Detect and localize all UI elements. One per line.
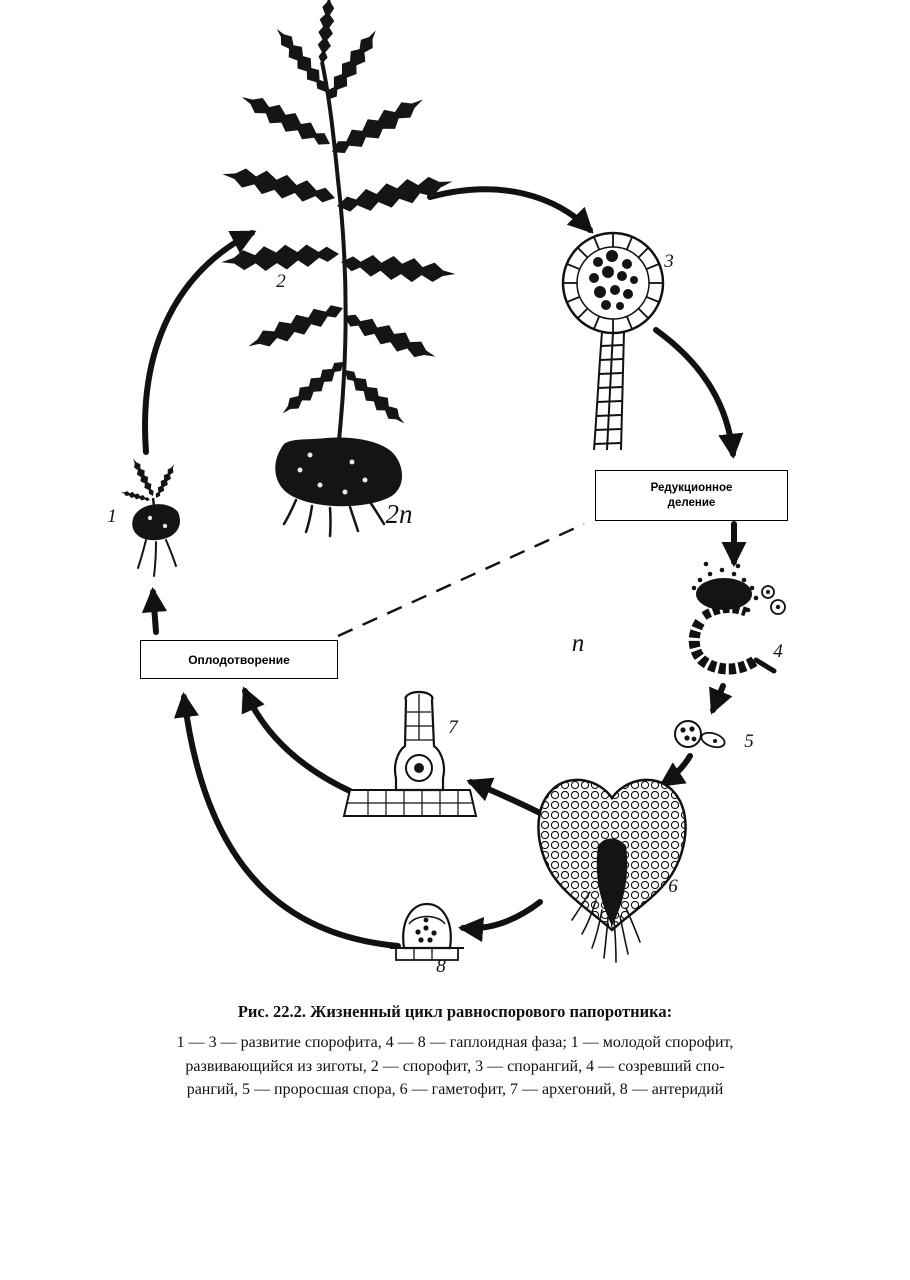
stage-number-2: 2 — [276, 271, 286, 292]
caption-title: Рис. 22.2. Жизненный цикл равноспорового… — [237, 1002, 673, 1021]
stage-number-5: 5 — [744, 731, 754, 752]
haploid-label: n — [572, 630, 585, 657]
diploid-label: 2n — [386, 499, 413, 529]
young-sporophyte-illustration — [120, 456, 180, 577]
stage-number-3: 3 — [663, 251, 674, 272]
fertilization-label: Оплодотворение — [188, 652, 290, 667]
arrow-antheridium-to-fertilization-box — [173, 691, 401, 949]
stage-number-7: 7 — [448, 717, 459, 738]
caption-line-3: рангий, 5 — проросшая спора, 6 — гаметоф… — [186, 1081, 724, 1099]
caption-line-2: развивающийся из зиготы, 2 — спорофит, 3… — [185, 1057, 725, 1075]
gametophyte-illustration — [537, 778, 687, 963]
mature-sporangium-illustration — [688, 561, 786, 675]
caption-line-1: 1 — 3 — развитие спорофита, 4 — 8 — гапл… — [176, 1034, 734, 1051]
arrow-gametophyte-to-archegonium — [466, 777, 549, 819]
stage-number-1: 1 — [107, 506, 117, 527]
antheridium-illustration — [390, 902, 464, 961]
stage-number-8: 8 — [436, 956, 446, 977]
reduction-division-box: Редукционное деление — [595, 470, 788, 521]
arrow-fertilization-box-to-young-sporophyte — [141, 586, 168, 635]
ploidy-divider-dashed-line — [337, 522, 585, 638]
cycle-arrows — [141, 186, 747, 949]
arrow-archegonium-to-fertilization-box — [241, 686, 355, 795]
arrow-spore-to-gametophyte — [658, 753, 693, 787]
archegonium-illustration — [342, 690, 478, 817]
fertilization-box: Оплодотворение — [140, 640, 338, 679]
sporangium-illustration — [561, 231, 665, 451]
arrow-young-sporophyte-to-sporophyte — [142, 230, 257, 455]
arrow-gametophyte-to-antheridium — [457, 899, 543, 943]
germinating-spore-illustration — [674, 720, 726, 749]
stage-number-6: 6 — [668, 876, 678, 897]
figure-caption: Рис. 22.2. Жизненный цикл равноспорового… — [0, 1002, 910, 1102]
arrow-sporophyte-to-sporangium — [427, 186, 594, 234]
reduction-division-label: Редукционное деление — [650, 481, 733, 509]
stage-number-4: 4 — [773, 641, 783, 662]
arrow-mature-sporangium-to-spore — [709, 683, 733, 715]
sporophyte-fern-illustration — [220, 0, 457, 538]
arrow-sporangium-to-reduction-box — [653, 327, 744, 460]
